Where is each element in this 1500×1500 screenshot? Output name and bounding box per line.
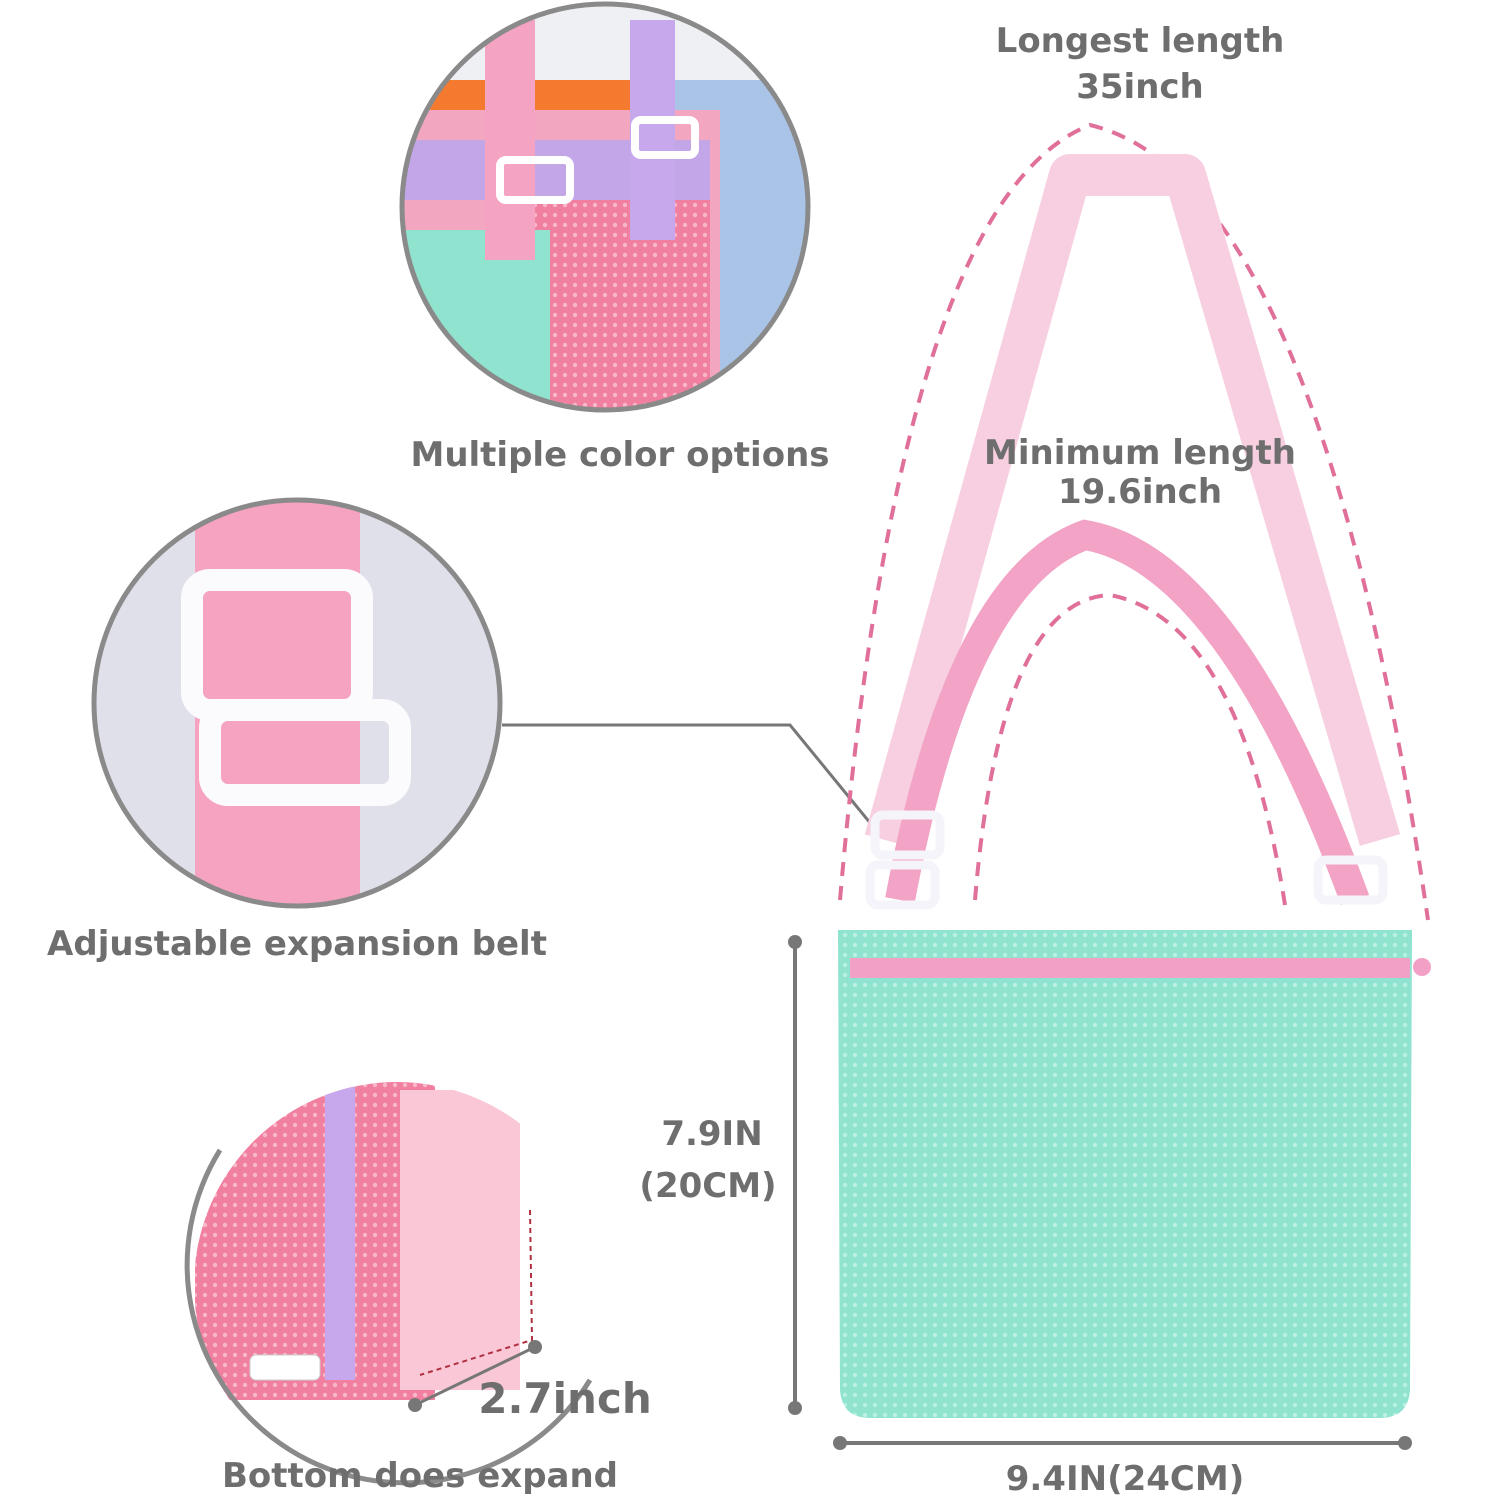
bottom-photo bbox=[194, 1082, 600, 1488]
minimum-length-value: 19.6inch bbox=[1058, 472, 1222, 512]
color-options-photo bbox=[402, 4, 808, 410]
bottom-label: Bottom does expand bbox=[222, 1456, 618, 1496]
bottom-measure-line bbox=[414, 1345, 536, 1407]
longest-length-dash bbox=[838, 122, 1430, 921]
bottom-circle bbox=[184, 1148, 593, 1486]
long-strap bbox=[864, 154, 1401, 846]
height-cm: (20CM) bbox=[639, 1166, 776, 1206]
color-options-circle bbox=[399, 1, 811, 413]
right-buckle bbox=[1313, 855, 1388, 905]
bottom-size-label: 2.7inch bbox=[478, 1374, 652, 1423]
buckle-circle bbox=[91, 497, 503, 909]
longest-length-label: Longest length bbox=[996, 21, 1285, 61]
longest-length-value: 35inch bbox=[1076, 67, 1204, 107]
buckle-photo bbox=[94, 500, 500, 906]
width-label: 9.4IN(24CM) bbox=[1006, 1459, 1245, 1499]
left-buckle bbox=[870, 810, 945, 860]
color-options-label: Multiple color options bbox=[410, 435, 829, 475]
belt-label: Adjustable expansion belt bbox=[47, 924, 547, 964]
height-inches: 7.9IN bbox=[661, 1114, 762, 1154]
bag-zipper bbox=[850, 958, 1410, 978]
short-strap bbox=[885, 519, 1370, 906]
mesh-bag bbox=[838, 930, 1412, 1418]
bottom-dash-line bbox=[419, 1209, 534, 1376]
pointer-line bbox=[502, 723, 882, 836]
minimum-length-label: Minimum length bbox=[984, 433, 1296, 473]
